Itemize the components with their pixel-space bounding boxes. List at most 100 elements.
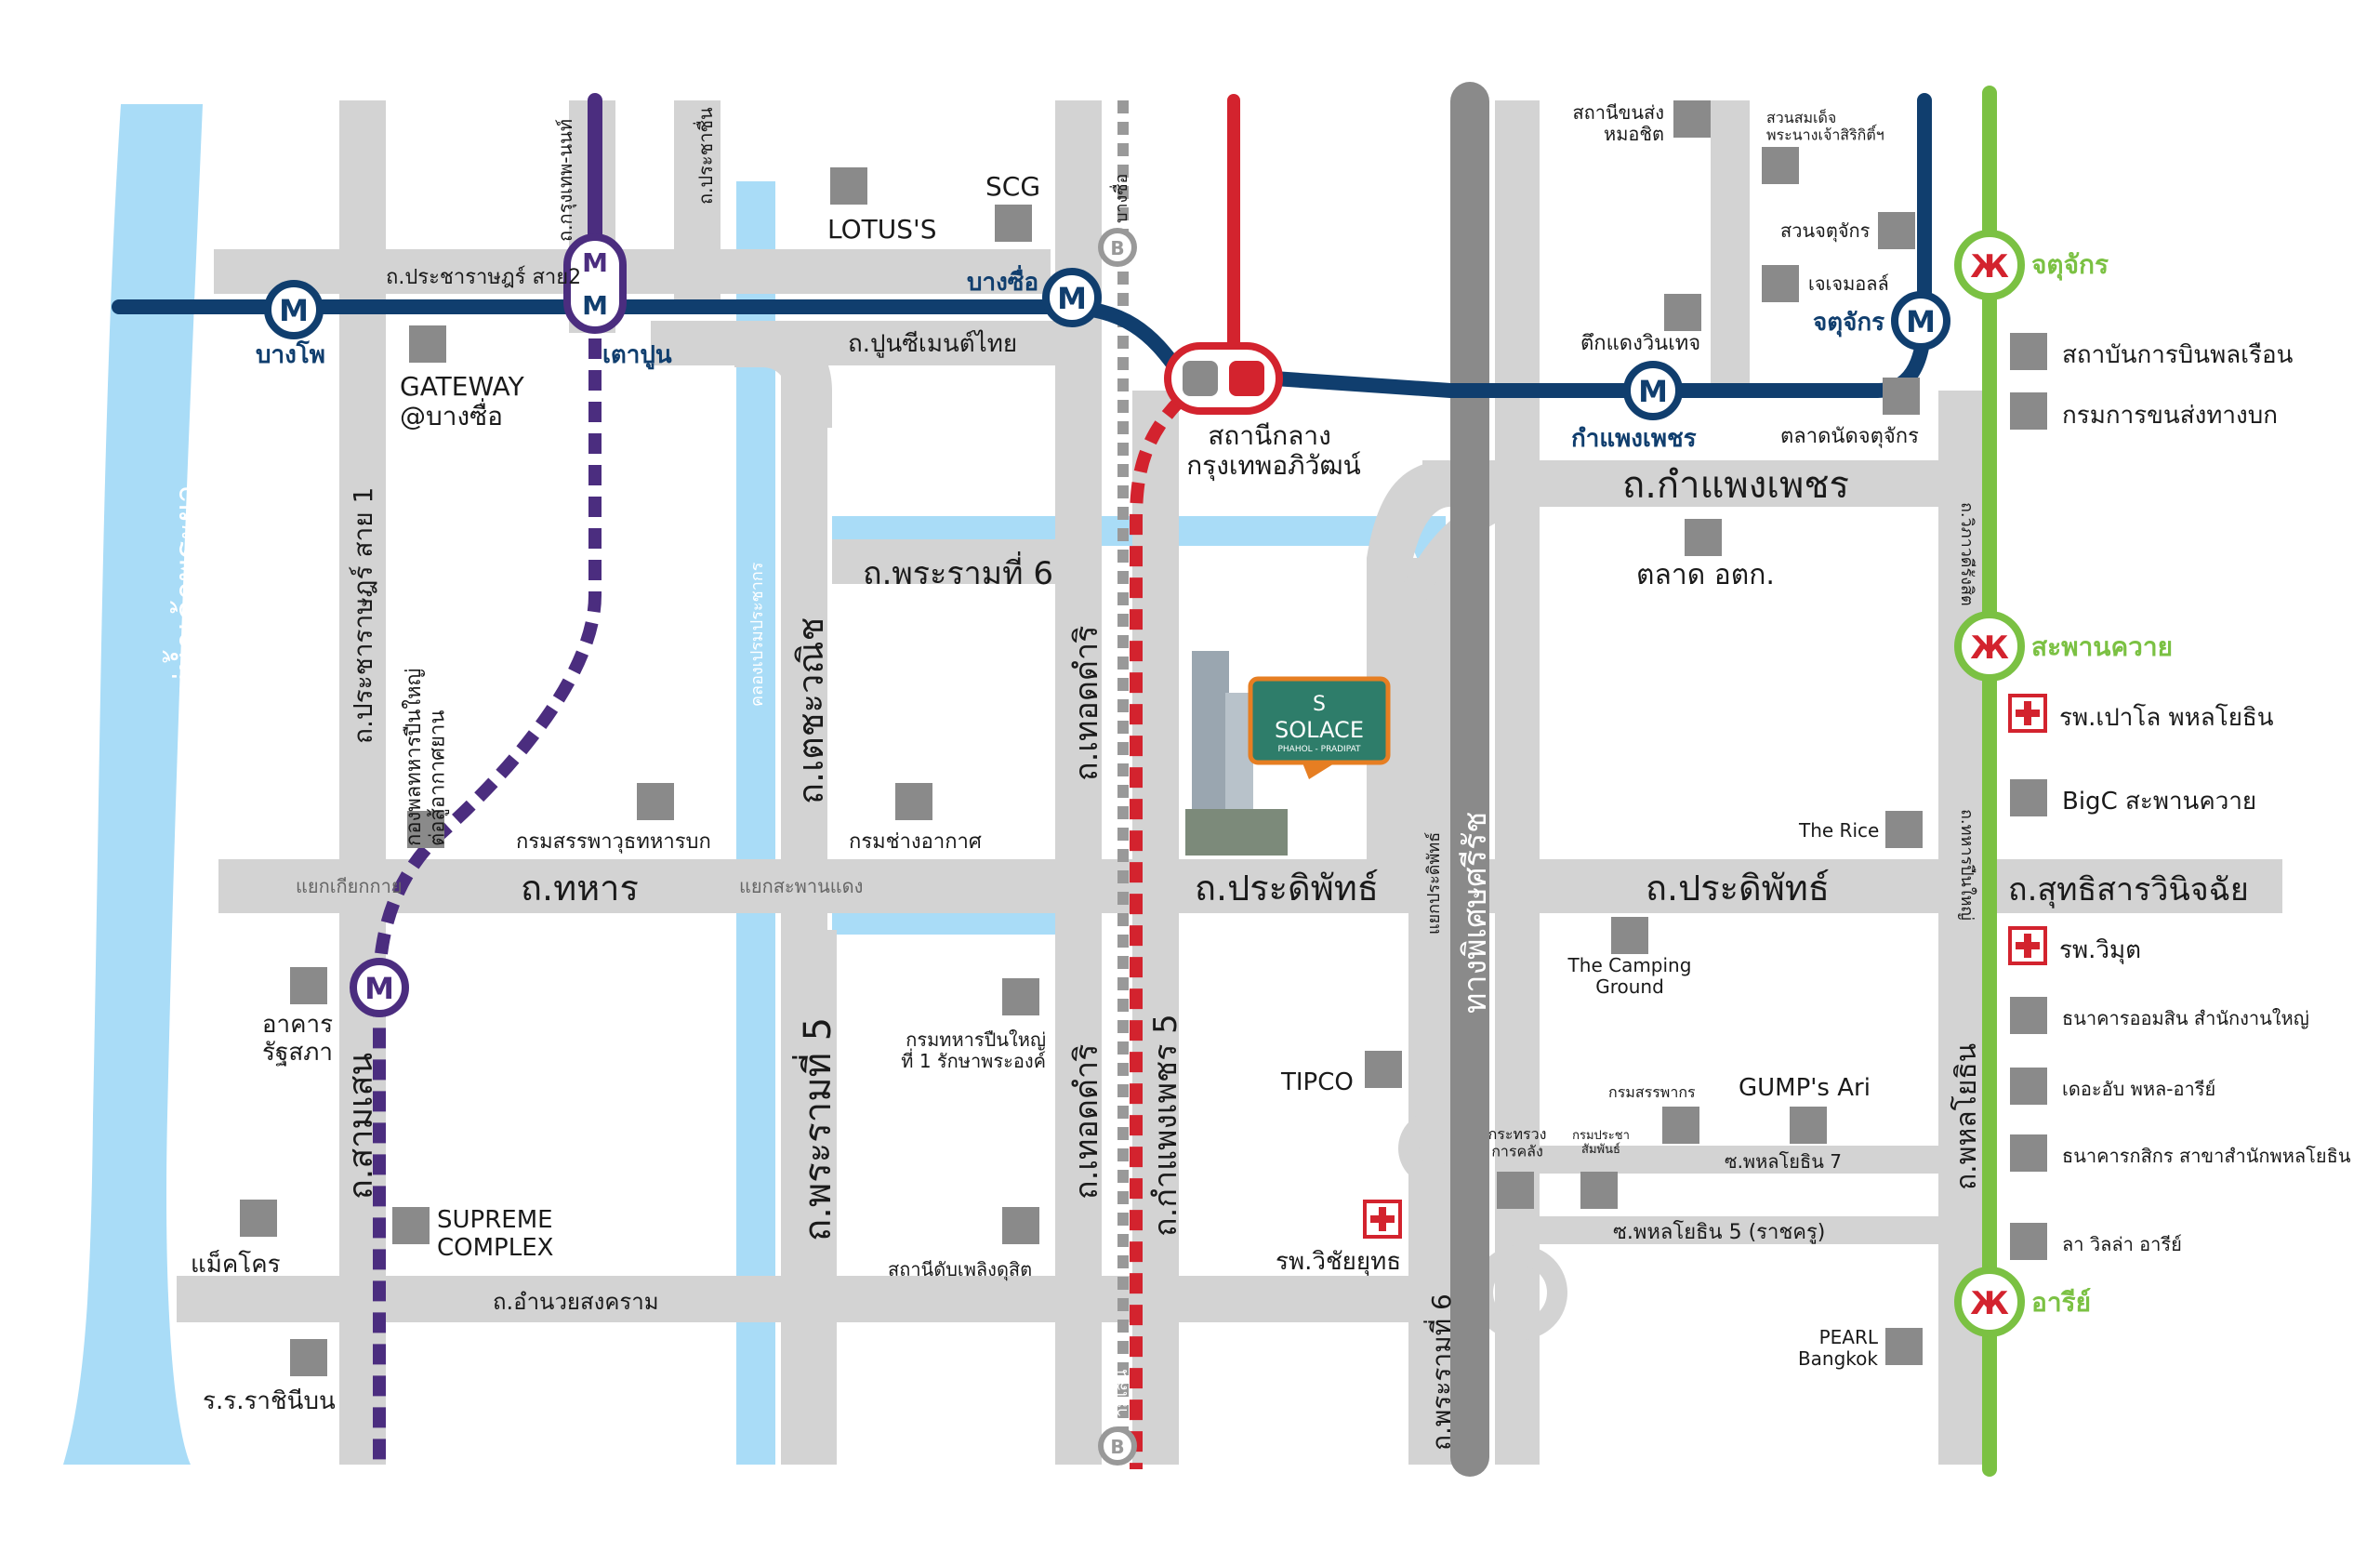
hospital-paolo-marker: [2008, 694, 2047, 733]
road-kamphaeng-curve: [1367, 460, 1450, 865]
square-poi-icon: [1790, 1107, 1827, 1144]
square-poi-icon: [1662, 1107, 1699, 1144]
road-label-samsen: ถ.สามเสน: [342, 1053, 380, 1200]
mrt-m-icon: M: [582, 247, 608, 278]
label-line: Ground: [1595, 975, 1664, 998]
road-label-sri-rat: ทางพิเศษศรีรัช: [1457, 812, 1494, 1014]
poi-label-vimut: รพ.วิมุต: [2059, 936, 2141, 964]
square-poi-icon: [1580, 1172, 1618, 1209]
road-label-kamphaeng-phet5: ถ.กำแพงเพชร 5: [1147, 1014, 1184, 1237]
poi-label-public-relations: กรมประชาสัมพันธ์: [1572, 1129, 1630, 1157]
road-label-amnuay-songkhram: ถ.อำนวยสงคราม: [493, 1289, 659, 1315]
solace-logo-letter: S: [1313, 693, 1326, 716]
label-line: หมอชิต: [1604, 123, 1664, 145]
poi-label-kbank: ธนาคารกสิกร สาขาสำนักพหลโยธิน: [2062, 1145, 2351, 1167]
poi-label-la-villa: ลา วิลล่า อารีย์: [2062, 1233, 2182, 1255]
road-amnuay-songkhram: [177, 1276, 1427, 1322]
bts-logo-icon: Ж: [1970, 630, 2009, 667]
station-label-bang-sue: บางซื่อ: [967, 264, 1038, 297]
square-poi-icon: [1685, 519, 1722, 556]
label-line: สวนสมเด็จ: [1766, 108, 1836, 126]
square-poi-icon: [1611, 917, 1648, 954]
label-line: พระนางเจ้าสิริกิติ์ฯ: [1766, 124, 1884, 143]
poi-label-queen-park: สวนสมเด็จพระนางเจ้าสิริกิติ์ฯ: [1766, 108, 1884, 143]
solace-project-marker[interactable]: S SOLACE PHAHOL - PRADIPAT: [1185, 651, 1391, 856]
poi-label-jj-mall: เจเจมอลล์: [1808, 272, 1889, 295]
mrt-station-bang-pho[interactable]: M: [264, 280, 324, 339]
station-label-line: กรุงเทพอภิวัฒน์: [1186, 450, 1361, 482]
square-poi-icon: [2010, 333, 2047, 370]
label-line: ต่อสู้อากาศยาน: [426, 710, 449, 846]
station-label-krung-thep-aphiwat: สถานีกลาง กรุงเทพอภิวัฒน์: [1186, 420, 1361, 482]
airport-link-icon: B: [1110, 237, 1124, 259]
poi-label-gateway: GATEWAY@บางซื่อ: [400, 371, 525, 431]
mrt-station-tao-poon[interactable]: M M: [563, 233, 627, 334]
label-line: รัฐสภา: [262, 1039, 333, 1067]
station-label-saphan-khwai: สะพานควาย: [2031, 631, 2173, 662]
square-poi-icon: [2010, 1134, 2047, 1172]
label-line: @บางซื่อ: [400, 398, 503, 431]
label-line: ที่ 1 รักษาพระองค์: [901, 1048, 1046, 1072]
bts-station-chatuchak[interactable]: Ж: [1954, 230, 2025, 300]
poi-label-finance-ministry: กระทรวงการคลัง: [1488, 1125, 1547, 1160]
road-label-krungthep-nonthaburi: ถ.กรุงเทพ-นนท์: [554, 119, 577, 242]
bts-station-ari[interactable]: Ж: [1954, 1267, 2025, 1337]
bts-logo-icon: Ж: [1970, 1285, 2009, 1322]
chao-phraya-river: [63, 104, 203, 1465]
mrt-station-sam-sen[interactable]: M: [350, 958, 409, 1017]
poi-label-tipco: TIPCO: [1280, 1068, 1354, 1096]
square-poi-icon: [290, 967, 327, 1004]
airport-link-icon: B: [1110, 1436, 1124, 1458]
mrt-m-icon: M: [364, 971, 394, 1006]
square-poi-icon: [1762, 265, 1799, 302]
station-label-kamphaeng-phet: กำแพงเพชร: [1571, 425, 1697, 453]
road-soi-phahon7: [1497, 1146, 1943, 1174]
airport-link-station-sam-sen[interactable]: B: [1098, 1426, 1137, 1466]
solace-podium-image: [1185, 809, 1288, 856]
square-poi-icon: [392, 1207, 430, 1244]
square-poi-icon: [1002, 1207, 1039, 1244]
label-line: สัมพันธ์: [1581, 1142, 1620, 1157]
mrt-station-bang-sue[interactable]: M: [1042, 268, 1102, 327]
label-line: COMPLEX: [437, 1234, 553, 1262]
square-poi-icon: [1002, 978, 1039, 1015]
srt-station-krung-thep-aphiwat[interactable]: [1164, 342, 1283, 415]
airport-link-station-bang-sue[interactable]: B: [1098, 228, 1137, 267]
mrt-m-icon: M: [582, 290, 608, 321]
road-label-pracharat2: ถ.ประชาราษฎร์ สาย2: [386, 266, 581, 289]
road-pracharat2: [214, 249, 1051, 294]
station-label-bang-pho: บางโพ: [256, 339, 325, 369]
road-label-pradiphat-east: ถ.ประดิพัทธ์: [1646, 868, 1830, 909]
label-line: อาคาร: [262, 1011, 333, 1039]
bts-station-saphan-khwai[interactable]: Ж: [1954, 611, 2025, 682]
poi-label-makro: แม็คโคร: [191, 1249, 281, 1279]
solace-name: SOLACE: [1275, 717, 1364, 743]
hospital-vimut-marker: [2008, 926, 2047, 965]
road-label-rama5: ถ.พระรามที่ 5: [792, 1017, 840, 1241]
mrt-station-chatuchak[interactable]: M: [1891, 291, 1950, 351]
poi-label-the-ub: เดอะอับ พหล-อารีย์: [2062, 1078, 2215, 1100]
poi-label-scg: SCG: [985, 171, 1040, 202]
poi-label-rajini-bon: ร.ร.ราชินีบน: [203, 1387, 336, 1415]
srt-red-line-dark-south: [1130, 395, 1185, 1469]
train-icon: [1229, 361, 1264, 396]
junction-label-pradiphat: แยกประดิพัทธ์: [1424, 832, 1444, 935]
poi-label-air-force: กรมช่างอากาศ: [849, 830, 982, 854]
mrt-m-icon: M: [279, 293, 309, 328]
road-soi-phahon5: [1497, 1216, 1943, 1244]
poi-label-or-tor-kor: ตลาด อตก.: [1636, 559, 1775, 591]
canal-label: คลองเปรมประชากร: [747, 562, 767, 707]
khlong-prem-canal: [736, 181, 775, 1465]
road-label-pracharat1: ถ.ประชาราษฎร์ สาย 1: [348, 487, 378, 744]
mrt-m-icon: M: [1057, 281, 1087, 316]
poi-label-artillery-regiment: กรมทหารปืนใหญ่ที่ 1 รักษาพระองค์: [901, 1028, 1046, 1072]
poi-label-bigc: BigC สะพานควาย: [2062, 788, 2256, 816]
hospital-wichaiyut-marker: [1363, 1200, 1402, 1239]
square-poi-icon: [2010, 1223, 2047, 1260]
square-poi-icon: [409, 325, 446, 363]
rail-label-bang-sue: บางซื่อ: [1109, 174, 1131, 223]
poi-label-land-transport: กรมการขนส่งทางบก: [2062, 402, 2278, 430]
label-line: การคลัง: [1491, 1142, 1543, 1160]
mrt-station-kamphaeng-phet[interactable]: M: [1623, 361, 1683, 420]
